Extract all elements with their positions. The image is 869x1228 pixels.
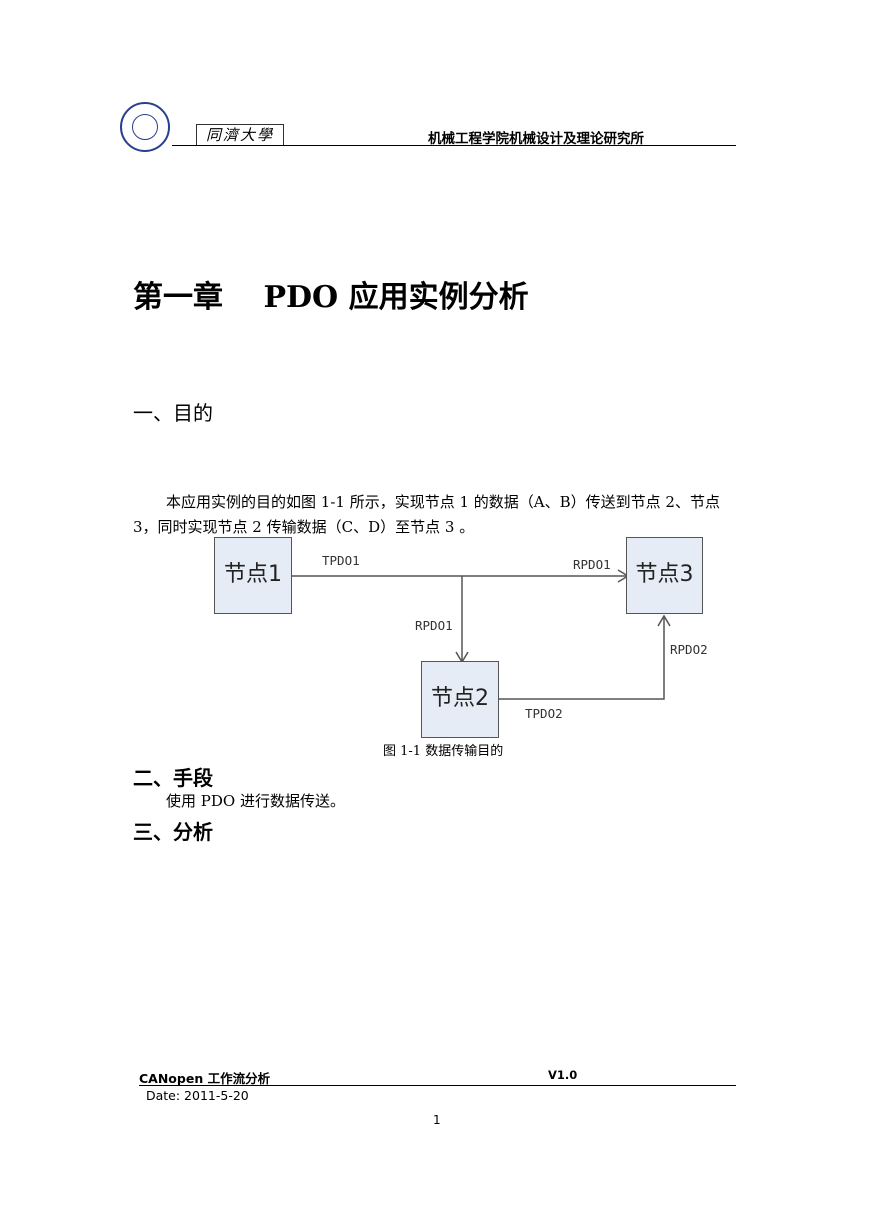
label-rpdo1-node3: RPDO1 [573,557,611,572]
section-purpose-text: 本应用实例的目的如图 1-1 所示，实现节点 1 的数据（A、B）传送到节点 2… [133,493,720,536]
footer-date: Date: 2011-5-20 [146,1088,249,1103]
section-purpose-heading: 一、目的 [133,401,213,425]
label-tpdo2: TPDO2 [525,706,563,721]
footer-version: V1.0 [548,1068,578,1082]
label-rpdo2: RPDO2 [670,642,708,657]
chapter-title: 第一章 PDO 应用实例分析 [133,280,529,315]
diagram-node-2: 节点2 [421,661,499,738]
header-institute: 机械工程学院机械设计及理论研究所 [428,131,644,147]
header-divider [172,145,736,146]
footer-title: CANopen 工作流分析 [139,1071,271,1086]
diagram-node-3: 节点3 [626,537,703,614]
label-tpdo1: TPDO1 [322,553,360,568]
seal-inner-ring [132,114,158,140]
diagram-node-1: 节点1 [214,537,292,614]
university-logo-seal [120,102,170,152]
label-rpdo1-node2: RPDO1 [415,618,453,633]
section-means-body: 使用 PDO 进行数据传送。 [166,792,345,810]
tpdo2-rpdo2-line [498,616,665,700]
section-purpose-body: 本应用实例的目的如图 1-1 所示，实现节点 1 的数据（A、B）传送到节点 2… [133,490,743,540]
footer-divider [139,1085,736,1086]
section-means-heading: 二、手段 [133,766,213,790]
section-analysis-heading: 三、分析 [133,820,213,844]
figure-caption: 图 1-1 数据传输目的 [383,744,504,759]
rpdo2-node3-arrowhead [657,614,671,627]
page-number: 1 [433,1113,441,1127]
